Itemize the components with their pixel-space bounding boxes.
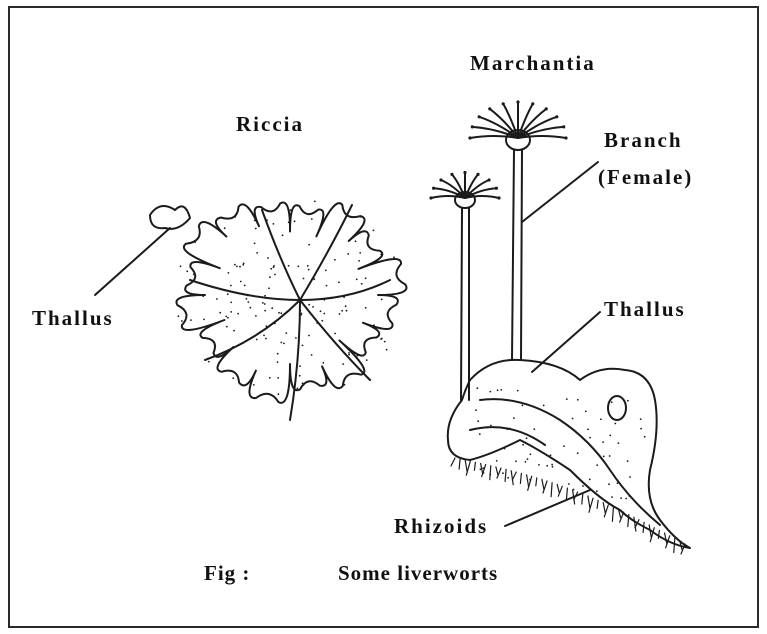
- caption-prefix: Fig :: [204, 561, 250, 586]
- branch-pointer: [522, 162, 598, 222]
- riccia-thallus-pointer: [95, 228, 170, 295]
- marchantia-thallus-pointer: [532, 312, 600, 372]
- riccia-outline: [176, 202, 406, 402]
- label-branch-sub: (Female): [598, 165, 693, 190]
- label-rhizoids: Rhizoids: [394, 514, 488, 539]
- label-marchantia-thallus: Thallus: [604, 297, 686, 322]
- label-marchantia: Marchantia: [470, 51, 596, 76]
- label-branch: Branch: [604, 128, 683, 153]
- rhizoids-pointer: [505, 490, 590, 526]
- marchantia-tall-branch: [468, 100, 567, 360]
- caption-text: Some liverworts: [338, 561, 498, 586]
- label-riccia: Riccia: [236, 112, 304, 137]
- riccia-rosette: [150, 201, 406, 421]
- label-riccia-thallus: Thallus: [32, 306, 114, 331]
